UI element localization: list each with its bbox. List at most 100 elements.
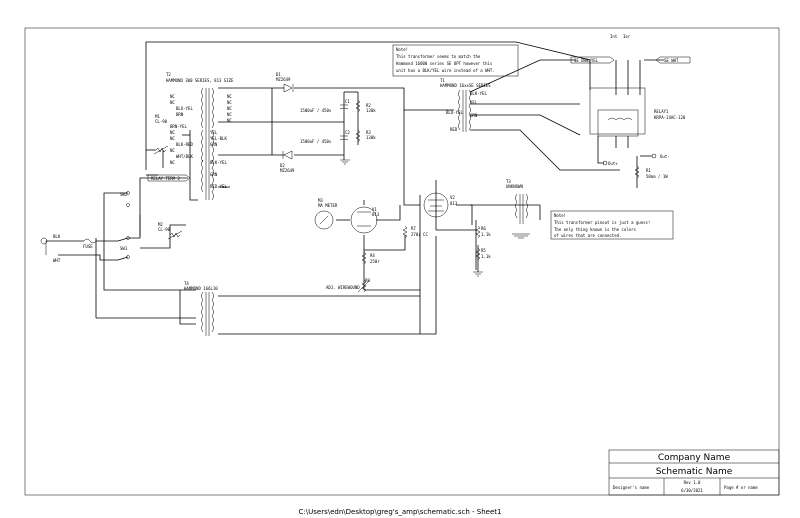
t1-pin-label: RED	[450, 127, 458, 132]
v2-value: 813	[450, 201, 458, 206]
t1-pin-label: GRN	[470, 113, 478, 118]
title-block: Company Name Schematic Name Designer's n…	[608, 449, 780, 496]
footer-path: C:\Users\edn\Desktop\greg's_amp\schemati…	[298, 508, 502, 516]
schematic-name: Schematic Name	[656, 467, 733, 477]
r2-ref: R2	[366, 103, 371, 108]
transformer-t4: T4 HAMMOND 166L10	[184, 281, 218, 336]
relay-ref: RELAY1	[654, 109, 669, 114]
t2-ref: T2	[166, 72, 171, 77]
v1-ref: V1	[372, 207, 377, 212]
company-name: Company Name	[658, 453, 731, 463]
resistor-r8: R8 ADJ. WIREWOUND	[326, 278, 370, 293]
t2-left-label: WHT/BLK	[176, 154, 193, 159]
c2-value: 1500uF / 450v	[300, 139, 332, 144]
d1-value: MZ2649	[276, 77, 291, 82]
resistor-r1: R1 50ma / 1W	[634, 165, 668, 179]
power-wiring	[46, 130, 437, 335]
t2-right-label: GRN	[210, 172, 218, 177]
revision: Rev 1.0	[684, 480, 701, 485]
resistor-r3: R3 130k	[355, 129, 376, 143]
r3-value: 130k	[366, 135, 376, 140]
t2-right-label: NC	[227, 118, 232, 123]
page-name: Page # or name	[724, 485, 758, 490]
t2-left-label: BLU-YEL	[176, 106, 193, 111]
t2-right-label: NC	[227, 106, 232, 111]
t2-right-label: NC	[227, 100, 232, 105]
m2-ref: M2	[158, 222, 163, 227]
switch-sw1: SW1	[120, 236, 130, 259]
t2-right-label: BLK-YEL	[210, 160, 227, 165]
t2-right-label: RED-YEL	[210, 184, 227, 189]
t2-right-label: NC	[227, 112, 232, 117]
tube-v2: V2 813	[423, 192, 458, 218]
r5-value: 1.1k	[481, 254, 491, 259]
r3-ref: R3	[366, 130, 371, 135]
r6-ref: R6	[481, 226, 486, 231]
relay-value: KRPA-14AC-120	[654, 115, 686, 120]
tube-v1: V1 813	[350, 206, 380, 234]
resistor-r2: R2 130k	[355, 99, 376, 113]
t2-value: HAMMOND 300 SERIES, 813 SIZE	[166, 78, 234, 83]
out-minus-label: Out-	[660, 154, 670, 159]
t2-right-label: YEL	[210, 130, 218, 135]
r8-value: ADJ. WIREWOUND	[326, 285, 360, 290]
relay-1: RELAY1 KRPA-14AC-120 Out+ Out- Int Ier	[589, 34, 686, 166]
note-2-line-1: Note!	[554, 213, 566, 218]
ground-supply	[340, 159, 350, 165]
t2-left-label: NC	[170, 130, 175, 135]
note-1-line-3: Hammond 16000 series SE OPT however this	[396, 61, 493, 66]
m2-value: CL-90	[158, 227, 171, 232]
t2-right-label: GRN	[210, 142, 218, 147]
ground-r5	[473, 271, 483, 277]
r2-value: 130k	[366, 108, 376, 113]
v2-ref: V2	[450, 195, 455, 200]
note-1-line-1: Note!	[396, 47, 408, 52]
d1-ref: D1	[276, 72, 281, 77]
resistor-r5: R5 1.1k	[475, 247, 491, 261]
relay-int-label: Int	[610, 34, 618, 39]
r7-value: 270r CC	[411, 232, 428, 237]
m3-value: MA METER	[318, 203, 338, 208]
c1-value: 1500uF / 450v	[300, 108, 332, 113]
line-input: BLK WHT	[40, 234, 61, 263]
t2-left-label: BLK-RED	[176, 142, 193, 147]
sw2-label: SW2	[120, 192, 128, 197]
switch-sw2: SW2	[120, 191, 130, 207]
m1-value: CL-90	[155, 119, 168, 124]
note-2-line-4: of wires that are connected.	[554, 233, 621, 238]
t2-right-label: NC	[227, 94, 232, 99]
designer-name: Designer's name	[613, 485, 650, 490]
t2-left-label: BRN-YEL	[170, 124, 187, 129]
relay-ier-label: Ier	[623, 34, 631, 39]
t3-value: UNKNOWN	[506, 184, 523, 189]
m1-ref: M1	[155, 114, 160, 119]
d2-value: MZ2649	[280, 168, 295, 173]
r7-ref: R7	[411, 226, 416, 231]
resistor-r6: R6 1.1k	[475, 225, 491, 239]
se-wht-label: SE WHT	[664, 58, 679, 63]
fuse-label: FUSE	[83, 244, 93, 249]
t2-left-label: NC	[170, 100, 175, 105]
t2-left-label: NC	[170, 94, 175, 99]
connector-se-wht: SE WHT	[655, 56, 691, 64]
t2-right-label: YEL-BLK	[210, 136, 227, 141]
t1-pin-label: BLK-YEL	[470, 91, 487, 96]
thermistor-m2: M2 CL-90	[158, 222, 183, 240]
m3-ref: M3	[318, 198, 323, 203]
r1-value: 50ma / 1W	[646, 174, 668, 179]
c2-ref: C2	[345, 130, 350, 135]
blk-label: BLK	[53, 234, 61, 239]
d2-ref: D2	[280, 163, 285, 168]
t1-pin-label: YEL	[470, 100, 478, 105]
t2-left-label: NC	[170, 160, 175, 165]
revision-date: 6/30/2021	[681, 488, 703, 493]
resistor-r7: R7 270r CC	[402, 225, 428, 239]
top-wiring	[145, 41, 664, 334]
relay-term-connector: RELAY TERM 2	[147, 174, 191, 182]
capacitor-c1: C1 1500uF / 450v	[300, 99, 350, 113]
note-1: Note! This transformer seems to match th…	[392, 44, 519, 77]
t1-value: HAMMOND 16xxSE SERIES	[440, 83, 491, 88]
t1-ref: T1	[440, 78, 445, 83]
r1-ref: R1	[646, 168, 651, 173]
t2-left-label: BRN	[176, 112, 184, 117]
